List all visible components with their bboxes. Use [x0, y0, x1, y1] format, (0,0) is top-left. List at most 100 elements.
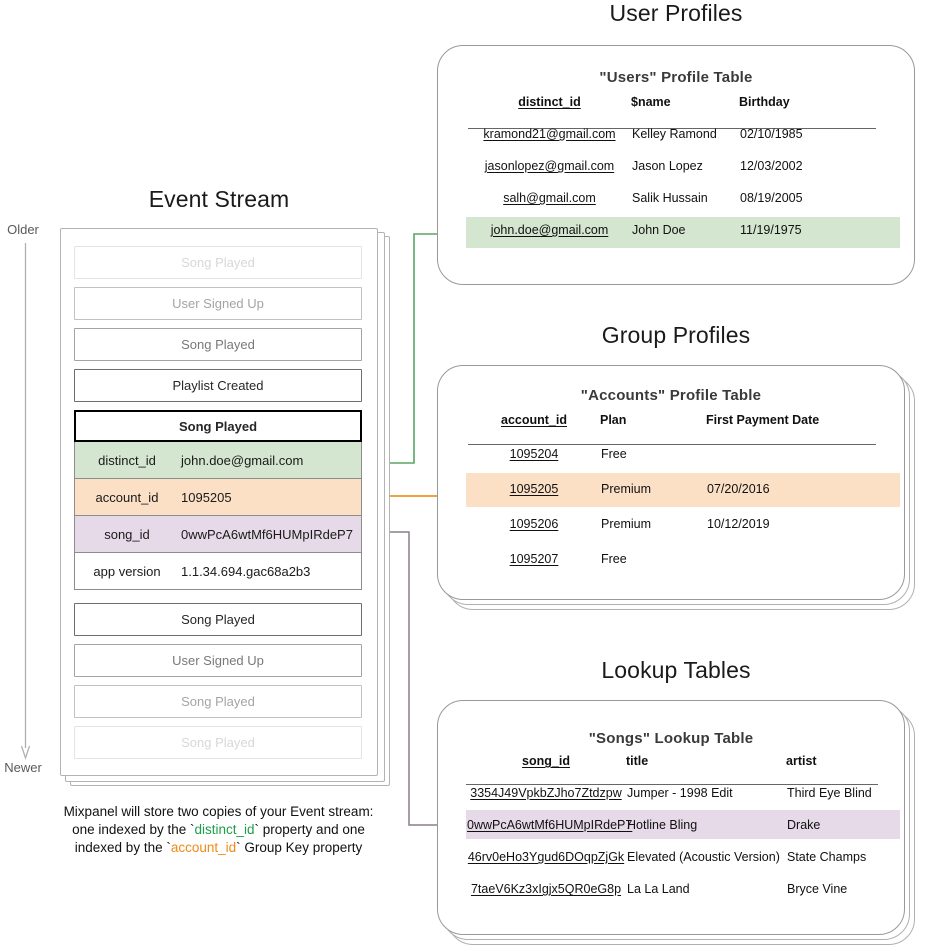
event-property-value: 1095205 [181, 489, 232, 505]
event-row[interactable]: Song Played [74, 685, 362, 718]
accounts-row-highlight [466, 473, 900, 507]
expanded-event-card[interactable]: Song Played distinct_id john.doe@gmail.c… [74, 410, 362, 590]
songs-header-rule [466, 784, 878, 786]
event-property-key: app version [93, 563, 161, 579]
caption-line-2: one indexed by the `distinct_id` propert… [36, 821, 401, 839]
cell-distinct-id: kramond21@gmail.com [483, 127, 616, 141]
table-row: jasonlopez@gmail.com Jason Lopez 12/03/2… [468, 150, 878, 182]
event-property-account-id: account_id 1095205 [74, 479, 362, 516]
cell-birthday: 02/10/1985 [740, 127, 803, 141]
event-property-distinct-id: distinct_id john.doe@gmail.com [74, 442, 362, 479]
event-property-value: john.doe@gmail.com [181, 452, 304, 468]
group-profiles-panel: "Accounts" Profile Table account_id Plan… [437, 365, 915, 610]
cell-song-id: 0wwPcA6wtMf6HUMpIRdeP7 [467, 818, 633, 832]
cell-title: Elevated (Acoustic Version) [627, 850, 780, 864]
table-row: salh@gmail.com Salik Hussain 08/19/2005 [468, 182, 878, 214]
songs-table-title: "Songs" Lookup Table [588, 730, 754, 747]
expanded-event-name: Song Played [74, 410, 362, 442]
caption-text: Group Key property [240, 840, 363, 855]
caption-text: indexed by the [74, 840, 167, 855]
user-profiles-heading: User Profiles [609, 0, 743, 26]
users-row-highlight [466, 217, 900, 248]
caption-token-account-id: account_id [170, 840, 237, 855]
table-row: 7taeV6Kz3xIgjx5QR0eG8p La La Land Bryce … [466, 873, 880, 905]
cell-first-payment-date: 07/20/2016 [707, 481, 770, 496]
cell-account-id: 1095206 [509, 516, 559, 531]
cell-song-id: 46rv0eHo3Ygud6DOqpZjGk [467, 850, 625, 864]
table-header-row: account_id Plan First Payment Date [468, 413, 878, 436]
users-table: distinct_id $name Birthday kramond21@gma… [468, 95, 878, 246]
cell-name: Jason Lopez [632, 159, 703, 173]
accounts-col-plan: Plan [600, 413, 627, 427]
table-row: 1095204 Free [468, 436, 878, 471]
accounts-col-account-id: account_id [501, 413, 567, 427]
event-property-value: 1.1.34.694.gac68a2b3 [181, 563, 311, 579]
table-header-row: distinct_id $name Birthday [468, 95, 878, 118]
caption-token-distinct-id: distinct_id [194, 822, 255, 837]
cell-title: Jumper - 1998 Edit [627, 786, 733, 800]
cell-name: Kelley Ramond [632, 127, 717, 141]
lookup-tables-heading: Lookup Tables [601, 657, 751, 683]
cell-account-id: 1095205 [509, 481, 559, 496]
songs-col-title: title [626, 754, 649, 768]
table-row: kramond21@gmail.com Kelley Ramond 02/10/… [468, 118, 878, 150]
cell-birthday: 08/19/2005 [740, 191, 803, 205]
lookup-tables-panel: "Songs" Lookup Table song_id title artis… [437, 700, 915, 945]
caption-line-3: indexed by the `account_id` Group Key pr… [36, 839, 401, 857]
caption-backtick: ` [189, 822, 195, 837]
cell-first-payment-date: 10/12/2019 [707, 516, 770, 531]
caption-text: property and one [259, 822, 365, 837]
group-profiles-heading: Group Profiles [601, 322, 751, 348]
table-row: 3354J49VpkbZJho7Ztdzpw Jumper - 1998 Edi… [466, 777, 880, 809]
cell-plan: Premium [601, 516, 652, 531]
accounts-header-rule [468, 444, 876, 446]
event-property-app-version: app version 1.1.34.694.gac68a2b3 [74, 553, 362, 590]
caption-backtick: ` [236, 840, 241, 855]
event-property-key: account_id [95, 489, 159, 505]
cell-plan: Free [601, 446, 627, 461]
event-property-key: song_id [104, 526, 150, 542]
users-table-title: "Users" Profile Table [599, 69, 753, 86]
cell-first-payment-date [706, 541, 878, 576]
event-property-value: 0wwPcA6wtMf6HUMpIRdeP7 [181, 526, 353, 542]
users-col-name: $name [631, 95, 671, 109]
caption-line-1: Mixpanel will store two copies of your E… [63, 804, 374, 819]
event-row[interactable]: Song Played [74, 726, 362, 759]
users-col-distinct-id: distinct_id [518, 95, 581, 109]
cell-name: John Doe [632, 223, 686, 237]
event-stream-heading: Event Stream [148, 186, 290, 212]
songs-col-artist: artist [786, 754, 817, 768]
event-row[interactable]: User Signed Up [74, 644, 362, 677]
table-row-highlighted: 1095205 Premium 07/20/2016 [468, 471, 878, 506]
cell-plan: Premium [601, 481, 652, 496]
event-stream-card: Song Played User Signed Up Song Played P… [60, 228, 378, 776]
event-property-song-id: song_id 0wwPcA6wtMf6HUMpIRdeP7 [74, 516, 362, 553]
cell-plan: Free [601, 551, 627, 566]
event-row[interactable]: Song Played [74, 603, 362, 636]
table-row: 1095207 Free [468, 541, 878, 576]
cell-distinct-id: john.doe@gmail.com [490, 223, 609, 237]
event-stream-caption: Mixpanel will store two copies of your E… [36, 803, 401, 857]
cell-artist: Drake [787, 818, 821, 832]
cell-birthday: 11/19/1975 [740, 223, 802, 237]
caption-backtick: ` [254, 822, 260, 837]
songs-row-highlight [466, 810, 900, 839]
caption-backtick: ` [166, 840, 171, 855]
event-row[interactable]: Song Played [74, 328, 362, 361]
timeline-label-older: Older [7, 222, 39, 237]
cell-title: Hotline Bling [627, 818, 698, 832]
cell-distinct-id: jasonlopez@gmail.com [484, 159, 615, 173]
accounts-table-title: "Accounts" Profile Table [580, 387, 762, 404]
timeline-label-newer: Newer [4, 760, 42, 775]
event-property-key: distinct_id [98, 452, 156, 468]
user-profiles-panel: "Users" Profile Table distinct_id $name … [437, 45, 915, 285]
table-row: 46rv0eHo3Ygud6DOqpZjGk Elevated (Acousti… [466, 841, 880, 873]
event-row[interactable]: Playlist Created [74, 369, 362, 402]
cell-first-payment-date [706, 436, 878, 471]
cell-song-id: 3354J49VpkbZJho7Ztdzpw [470, 786, 622, 800]
timeline-arrow-icon [20, 243, 31, 761]
event-row[interactable]: Song Played [74, 246, 362, 279]
cell-artist: Third Eye Blind [787, 786, 872, 800]
event-row[interactable]: User Signed Up [74, 287, 362, 320]
users-header-rule [468, 128, 876, 130]
